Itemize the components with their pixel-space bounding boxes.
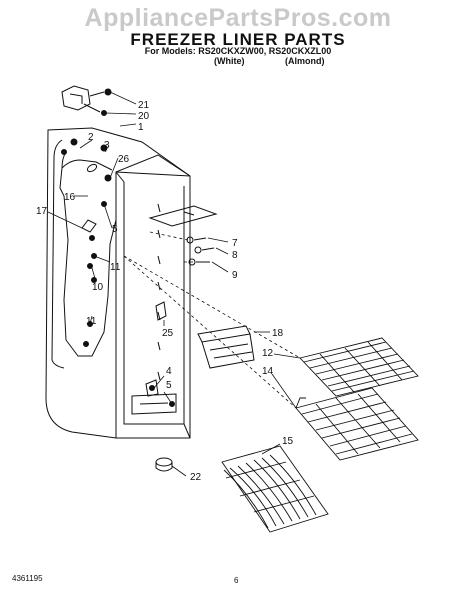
- variant-white-label: (White): [214, 56, 245, 66]
- callout-label: 9: [232, 270, 238, 281]
- callout-label: 11: [110, 262, 121, 273]
- shelf-bracket: [197, 325, 255, 369]
- callout-label: 1: [138, 122, 144, 133]
- top-bracket: [61, 85, 112, 116]
- projection-lines: [123, 231, 301, 409]
- callout-label: 16: [64, 192, 76, 203]
- callout-label: 25: [162, 328, 174, 339]
- callout-label: 4: [166, 366, 172, 377]
- variant-almond-label: (Almond): [285, 56, 325, 66]
- document-number: 4361195: [12, 574, 43, 583]
- page-title: FREEZER LINER PARTS: [130, 30, 346, 49]
- wire-shelf-15: [221, 445, 329, 533]
- wire-shelf-14: [295, 387, 419, 461]
- callout-label: 17: [36, 206, 48, 217]
- wire-shelf-12: [299, 337, 419, 397]
- callout-label: 11: [86, 316, 97, 327]
- evaporator-cover-plate: [148, 205, 218, 227]
- callout-label: 12: [262, 348, 274, 359]
- callout-label: 5: [112, 224, 118, 235]
- page-number: 6: [234, 576, 239, 585]
- callout-label: 15: [282, 436, 294, 447]
- callout-label: 8: [232, 250, 238, 261]
- callout-label: 3: [104, 140, 110, 151]
- callout-label: 20: [138, 111, 150, 122]
- callout-numbers: 21 20 1 2 3 26 16 5 17 11 10 11 7 8 9 25…: [36, 100, 294, 483]
- callout-label: 2: [88, 132, 94, 143]
- model-numbers: For Models: RS20CKXZW00, RS20CKXZL00: [144, 46, 332, 56]
- watermark-text: AppliancePartsPros.com: [84, 4, 392, 32]
- callout-label: 21: [138, 100, 150, 111]
- plug-22: [155, 457, 173, 472]
- screws-7-8-9: [186, 236, 215, 266]
- callout-label: 22: [190, 472, 202, 483]
- callout-label: 5: [166, 380, 172, 391]
- callout-label: 18: [272, 328, 284, 339]
- freezer-liner: [45, 127, 191, 439]
- leader-lines: [47, 91, 301, 477]
- callout-label: 7: [232, 238, 238, 249]
- callout-label: 26: [118, 154, 130, 165]
- callout-label: 14: [262, 366, 274, 377]
- liner-parts: [81, 163, 167, 397]
- callout-label: 10: [92, 282, 104, 293]
